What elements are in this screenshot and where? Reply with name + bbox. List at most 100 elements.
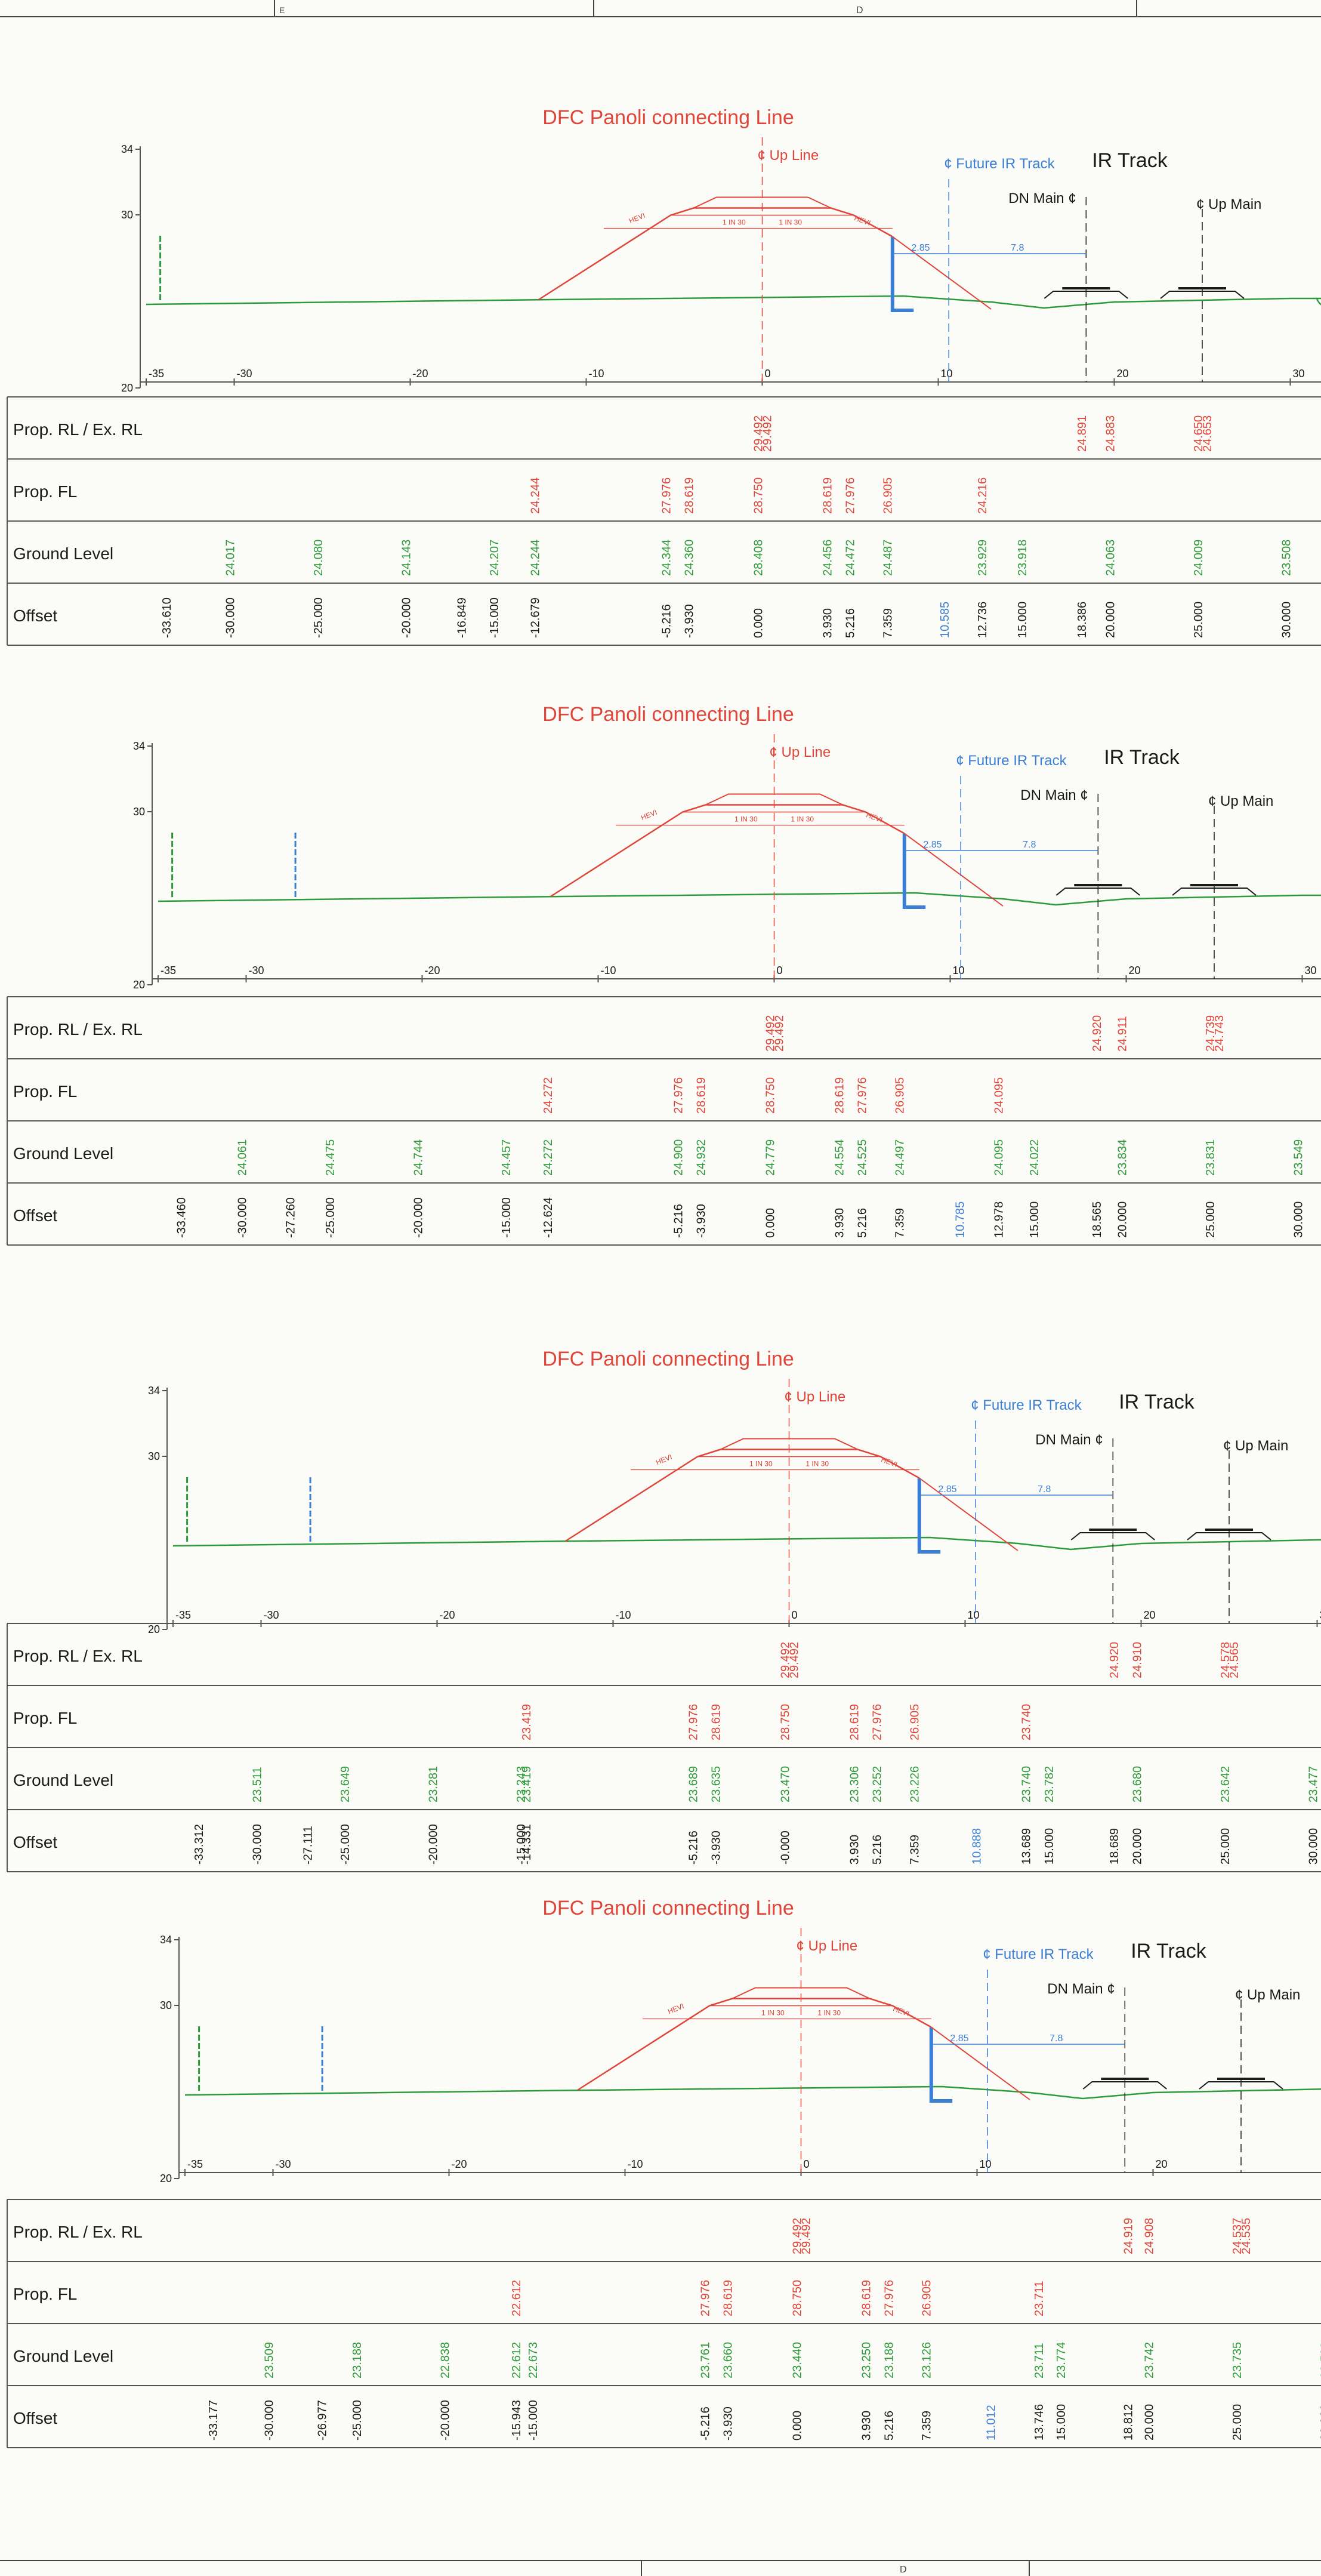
table-row-label: Ground Level <box>13 2347 113 2365</box>
table-cell-value: 11.012 <box>984 2405 998 2441</box>
table-row-label: Prop. FL <box>13 2285 77 2303</box>
table-cell-value: -15.000 <box>527 2400 540 2441</box>
future-track-label: ¢ Future IR Track <box>956 753 1067 769</box>
table-cell-value: 28.619 <box>848 1704 861 1740</box>
table-cell-value: 24.900 <box>672 1139 686 1176</box>
table-cell-value: 0.000 <box>791 2411 804 2441</box>
table-cell-value: 24.525 <box>856 1139 869 1176</box>
x-tick-label: 0 <box>792 1609 798 1621</box>
table-cell-value: 20.000 <box>1131 1828 1144 1865</box>
slope-label: 1 IN 30 <box>723 218 746 227</box>
table-cell-value: -16.849 <box>455 597 468 638</box>
table-cell-value: 5.216 <box>871 1835 884 1865</box>
table-cell-value: -20.000 <box>412 1197 425 1238</box>
table-cell-value: -15.000 <box>515 1824 528 1865</box>
table-cell-value: 28.750 <box>764 1077 777 1114</box>
table-cell-value: 23.440 <box>791 2342 804 2378</box>
table-cell-value: 24.344 <box>660 540 674 576</box>
table-cell-value: 7.359 <box>909 1835 922 1865</box>
table-row-label: Ground Level <box>13 544 113 563</box>
x-tick-label: -35 <box>161 965 176 976</box>
table-cell-value: 22.612 <box>510 2342 523 2378</box>
slope-label: 1 IN 30 <box>749 1460 773 1468</box>
table-cell-value: -30.000 <box>251 1824 264 1865</box>
up-main-label: ¢ Up Main <box>1223 1438 1288 1454</box>
table-row-label: Prop. RL / Ex. RL <box>13 1020 143 1039</box>
table-cell-value: 23.735 <box>1231 2342 1244 2378</box>
toe-slope <box>892 236 992 310</box>
table-cell-value: 23.250 <box>860 2342 873 2378</box>
table-cell-value: 24.739 <box>1204 1015 1217 1052</box>
table-cell-value: 0.000 <box>764 1208 777 1238</box>
dimension-label: 2.85 <box>938 1484 956 1495</box>
table-cell-value: -3.930 <box>683 604 696 638</box>
table-cell-value: 25.000 <box>1204 1201 1217 1238</box>
retaining-wall <box>929 2027 953 2103</box>
table-cell-value: 24.910 <box>1131 1642 1144 1678</box>
y-tick-label: 34 <box>148 1385 160 1397</box>
table-cell-value: 23.509 <box>263 2342 276 2378</box>
table-cell-value: 22.612 <box>510 2280 523 2316</box>
table-cell-value: 5.216 <box>882 2411 896 2441</box>
table-cell-value: 10.585 <box>939 602 952 638</box>
table-row-label: Prop. RL / Ex. RL <box>13 1647 143 1665</box>
table-cell-value: 27.976 <box>844 477 857 514</box>
table-cell-value: 27.976 <box>882 2280 896 2316</box>
table-cell-value: 20.000 <box>1143 2404 1156 2441</box>
dimension-label: 2.85 <box>950 2033 968 2044</box>
table-cell-value: 20.000 <box>1116 1201 1129 1238</box>
table-cell-value: 7.359 <box>894 1208 907 1238</box>
table-cell-value: 0.000 <box>752 608 766 638</box>
x-tick-label: -20 <box>425 965 440 976</box>
table-cell-value: 24.537 <box>1231 2218 1244 2254</box>
table-cell-value: -5.216 <box>699 2406 712 2441</box>
track-formation <box>1187 1532 1271 1540</box>
table-cell-value: 7.359 <box>921 2411 934 2441</box>
y-tick-label: 20 <box>133 979 145 991</box>
table-cell-value: 24.456 <box>821 540 834 576</box>
slope-label: 1 IN 30 <box>817 2009 841 2017</box>
track-formation <box>1199 2081 1283 2090</box>
section-title: DFC Panoli connecting Line <box>542 703 794 726</box>
table-cell-value: -20.000 <box>439 2400 452 2441</box>
table-cell-value: 23.742 <box>1143 2342 1156 2378</box>
table-cell-value: 27.976 <box>660 477 674 514</box>
table-cell-value: 30.000 <box>1292 1201 1305 1238</box>
future-track-label: ¢ Future IR Track <box>944 156 1055 172</box>
table-cell-value: 22.673 <box>527 2342 540 2378</box>
table-cell-value: 25.000 <box>1192 602 1205 638</box>
table-cell-value: 27.976 <box>871 1704 884 1740</box>
table-cell-value: 24.272 <box>542 1139 555 1176</box>
table-cell-value: 3.930 <box>848 1835 861 1865</box>
table-cell-value: -33.312 <box>193 1824 206 1865</box>
retaining-wall <box>917 1478 941 1554</box>
table-cell-value: -14.331 <box>520 1824 533 1865</box>
table-cell-value: 18.812 <box>1122 2404 1135 2441</box>
up-main-label: ¢ Up Main <box>1235 1987 1300 2003</box>
table-cell-value: 18.386 <box>1076 602 1089 638</box>
table-cell-value: 24.920 <box>1108 1642 1121 1678</box>
table-cell-value: 15.000 <box>1028 1201 1041 1238</box>
x-tick-label: 20 <box>1129 965 1141 976</box>
table-cell-value: 23.281 <box>427 1766 440 1802</box>
table-cell-value: 23.831 <box>1204 1139 1217 1176</box>
dn-main-label: DN Main ¢ <box>1020 787 1088 803</box>
table-cell-value: 23.470 <box>779 1766 792 1802</box>
table-cell-value: 23.508 <box>1280 540 1294 576</box>
table-cell-value: 24.554 <box>833 1139 846 1176</box>
table-cell-value: -5.216 <box>660 604 674 638</box>
slope-label: 1 IN 30 <box>779 218 802 227</box>
table-cell-value: 23.711 <box>1033 2281 1046 2316</box>
table-cell-value: -33.177 <box>207 2400 220 2441</box>
x-tick-label: -20 <box>440 1609 455 1621</box>
x-tick-label: 20 <box>1156 2158 1168 2170</box>
table-cell-value: 24.908 <box>1143 2218 1156 2254</box>
slope-label: 1 IN 30 <box>734 815 758 824</box>
table-cell-value: 28.619 <box>821 477 834 514</box>
table-cell-value: -12.679 <box>529 597 542 638</box>
table-cell-value: 24.911 <box>1116 1016 1129 1052</box>
table-cell-value: 25.000 <box>1219 1828 1232 1865</box>
